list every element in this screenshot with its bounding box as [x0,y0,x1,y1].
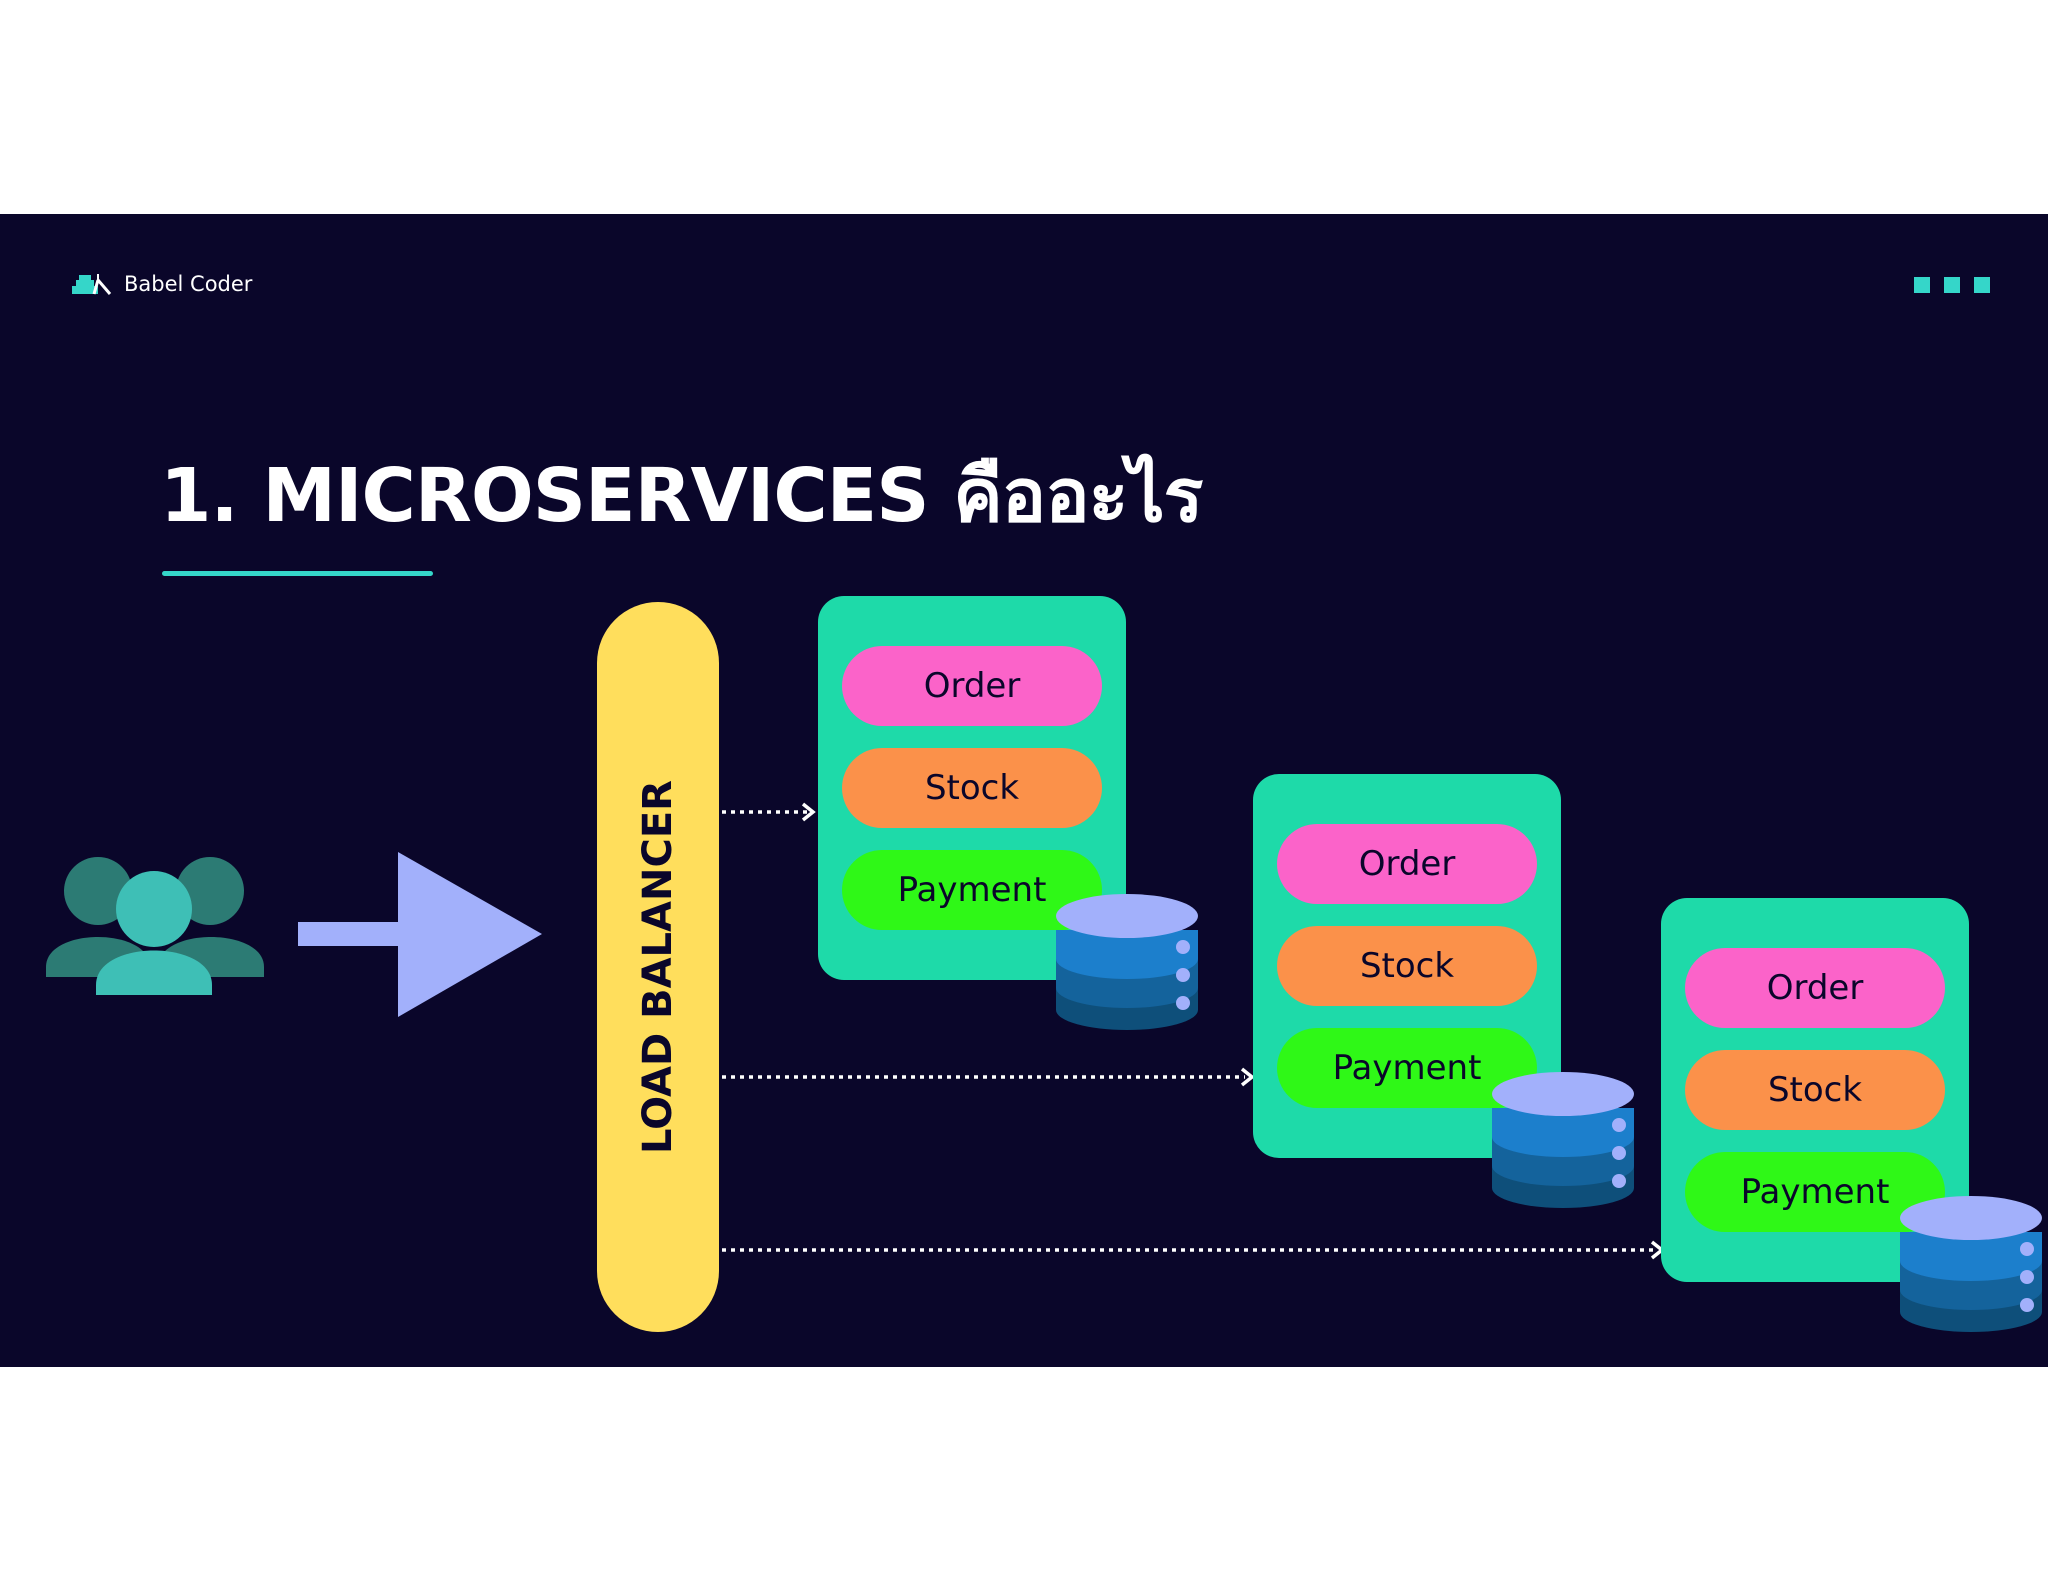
service-payment: Payment [842,850,1102,930]
dot-icon [1914,277,1930,293]
dot-icon [1974,277,1990,293]
arrowhead-icon [801,802,816,822]
service-stock: Stock [1685,1050,1945,1130]
babel-coder-logo-icon [72,274,112,295]
service-order: Order [1685,948,1945,1028]
arrowhead-icon [1240,1067,1255,1087]
right-arrow-icon [298,852,542,1017]
service-stock: Stock [842,748,1102,828]
database-icon [1492,1072,1634,1208]
database-icon [1900,1196,2042,1332]
service-order: Order [842,646,1102,726]
dot-icon [1944,277,1960,293]
load-balancer: LOAD BALANCER [597,602,719,1332]
database-icon [1056,894,1198,1030]
service-stock: Stock [1277,926,1537,1006]
decorative-dots [1914,277,1990,293]
title-underline [162,571,433,576]
service-payment: Payment [1685,1152,1945,1232]
service-instance-card: Order Stock Payment [1661,898,1969,1282]
service-order: Order [1277,824,1537,904]
brand-name: Babel Coder [124,272,253,296]
users-group-icon [46,857,264,995]
page-title: 1. MICROSERVICES คืออะไร [160,453,1203,539]
brand: Babel Coder [68,272,252,296]
